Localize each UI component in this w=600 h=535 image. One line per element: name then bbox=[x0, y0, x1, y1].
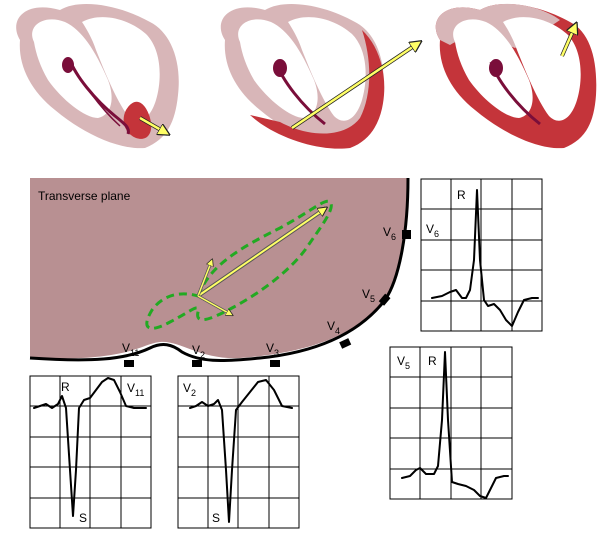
ecg-box-v5: R V5 bbox=[389, 346, 513, 500]
svg-text:V11: V11 bbox=[122, 341, 139, 358]
transverse-plane-torso: Transverse plane V11 V2 V3 V4 V5 V6 bbox=[29, 177, 411, 367]
torso-label-v6: V6 bbox=[383, 225, 396, 242]
electrode-v2 bbox=[192, 360, 202, 367]
torso-label-v4: V4 bbox=[327, 319, 340, 336]
ecg-trace-v1 bbox=[33, 377, 147, 517]
ecg-trace-v5 bbox=[401, 351, 509, 499]
torso-label-v5: V5 bbox=[362, 287, 375, 304]
ecg-trace-v6 bbox=[431, 189, 539, 327]
electrode-v4 bbox=[339, 338, 352, 349]
torso-label-v3: V3 bbox=[266, 341, 279, 358]
electrode-v5 bbox=[378, 293, 391, 306]
torso-label-v2: V2 bbox=[192, 343, 205, 360]
ecg-box-v1: R S V11 bbox=[29, 375, 152, 529]
ecg-box-v6: R V6 bbox=[420, 178, 543, 332]
label-v2-s: S bbox=[212, 511, 220, 525]
electrode-v6 bbox=[402, 230, 411, 239]
plane-title: Transverse plane bbox=[38, 189, 131, 203]
ecg-box-v2: V2 S bbox=[177, 375, 300, 529]
svg-text:V6: V6 bbox=[383, 225, 396, 242]
heart-early-depolarization bbox=[16, 3, 179, 149]
electrode-v1 bbox=[124, 360, 134, 367]
label-v5-box: V5 bbox=[397, 354, 410, 371]
label-v1-box: V11 bbox=[127, 381, 144, 398]
svg-text:V4: V4 bbox=[327, 319, 340, 336]
label-v6-r: R bbox=[457, 188, 466, 202]
svg-text:V3: V3 bbox=[266, 341, 279, 358]
torso-label-v1: V11 bbox=[122, 341, 139, 358]
electrode-v3 bbox=[270, 360, 280, 367]
label-v6-box: V6 bbox=[426, 222, 439, 239]
svg-text:V5: V5 bbox=[362, 287, 375, 304]
label-v5-r: R bbox=[428, 354, 437, 368]
vector-loop bbox=[145, 199, 333, 330]
label-v1-s: S bbox=[79, 511, 87, 525]
heart-main-depolarization bbox=[220, 3, 420, 149]
label-v2-box: V2 bbox=[183, 381, 196, 398]
svg-text:V2: V2 bbox=[192, 343, 205, 360]
heart-late-depolarization bbox=[435, 3, 597, 149]
ecg-trace-v2 bbox=[189, 379, 293, 523]
label-v1-r: R bbox=[61, 380, 70, 394]
